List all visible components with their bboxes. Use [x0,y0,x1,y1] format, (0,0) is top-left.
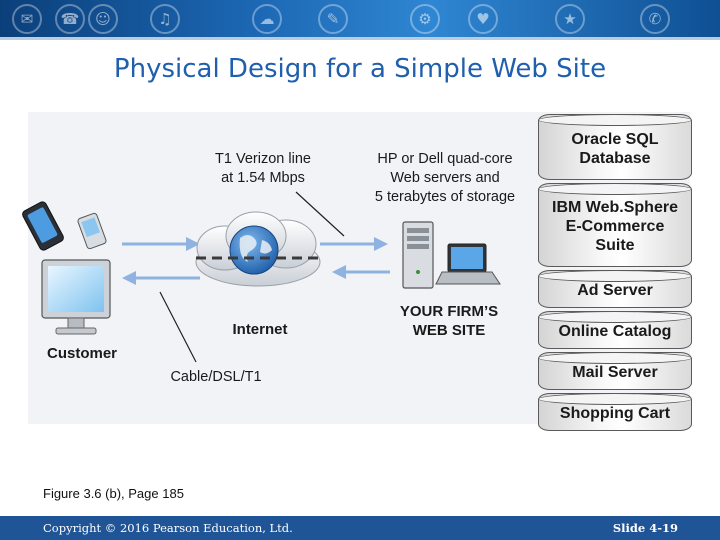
figure-caption: Figure 3.6 (b), Page 185 [43,486,184,501]
arrow-from-site-icon [332,265,390,279]
firm-website-label: YOUR FIRM’S WEB SITE [382,302,516,340]
stack-text: Ad Server [577,282,653,299]
stack-text: IBM Web.Sphere [552,199,678,216]
stack-text: Oracle SQL [571,130,659,148]
stack-text: E-Commerce [565,218,665,235]
servers-label-line-2: Web servers and [390,170,500,186]
stack-item-online-catalog: Online Catalog [538,311,692,349]
pda-icon [77,212,107,250]
slide-number: Slide 4-19 [612,521,678,535]
banner-glyph-icon: ♥ [468,4,498,34]
header-banner: ✉ ☎ ☺ ♫ ☁ ✎ ⚙ ♥ ★ ✆ [0,0,720,37]
footer-bar: Copyright © 2016 Pearson Education, Ltd.… [0,516,720,540]
arrow-from-customer-icon [122,237,200,251]
t1-label-line-1: T1 Verizon line [215,151,311,167]
stack-text: Online Catalog [558,323,672,340]
server-tower-icon [402,221,434,289]
banner-glyph-icon: ✎ [318,4,348,34]
phone-icon [22,201,64,251]
monitor-icon [41,259,111,335]
firm-label-line-2: WEB SITE [412,322,486,339]
stack-text: Suite [595,237,635,254]
cable-leader-line [159,291,197,363]
copyright-text: Copyright © 2016 Pearson Education, Ltd. [43,521,293,535]
stack-item-ad-server: Ad Server [538,270,692,308]
banner-glyph-icon: ☁ [252,4,282,34]
page-title: Physical Design for a Simple Web Site [113,54,607,84]
cable-label: Cable/DSL/T1 [170,369,262,385]
stack-item-mail-server: Mail Server [538,352,692,390]
banner-glyph-icon: ♫ [150,4,180,34]
banner-glyph-icon: ✆ [640,4,670,34]
customer-label: Customer [46,345,117,362]
servers-label: HP or Dell quad-core Web servers and 5 t… [362,150,528,207]
stack-item-shopping-cart: Shopping Cart [538,393,692,431]
banner-glyph-icon: ★ [555,4,585,34]
banner-divider [0,37,720,40]
stack-text: Mail Server [572,364,658,381]
banner-glyph-icon: ✉ [12,4,42,34]
internet-label: Internet [232,321,288,338]
t1-line-label: T1 Verizon line at 1.54 Mbps [206,150,320,188]
t1-leader-line [295,191,345,237]
servers-label-line-3: 5 terabytes of storage [374,189,516,205]
stack-text: Shopping Cart [559,405,671,422]
laptop-icon [435,243,501,285]
banner-glyph-icon: ⚙ [410,4,440,34]
t1-label-line-2: at 1.54 Mbps [221,170,305,186]
arrow-to-site-icon [320,237,388,251]
banner-glyph-icon: ☺ [88,4,118,34]
servers-label-line-1: HP or Dell quad-core [377,151,513,167]
stack-text: Database [579,149,651,167]
globe-icon [229,225,279,275]
firm-label-line-1: YOUR FIRM’S [399,303,499,320]
banner-glyph-icon: ☎ [55,4,85,34]
arrow-to-customer-icon [122,271,200,285]
